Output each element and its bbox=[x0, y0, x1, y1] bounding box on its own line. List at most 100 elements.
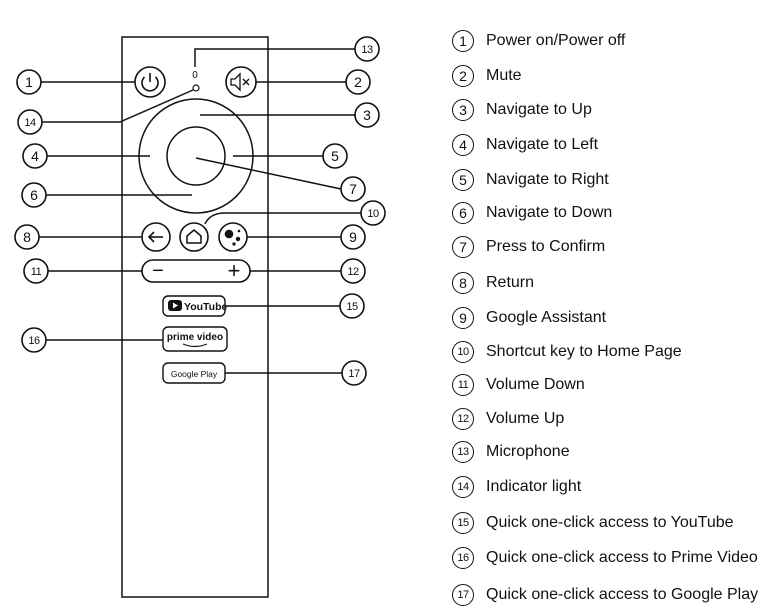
callout-3: 3 bbox=[354, 102, 380, 128]
legend-label: Quick one-click access to Prime Video bbox=[486, 549, 758, 566]
callout-9: 9 bbox=[340, 224, 366, 250]
callout-4: 4 bbox=[22, 143, 48, 169]
legend-label: Volume Up bbox=[486, 410, 565, 427]
home-button[interactable] bbox=[179, 222, 209, 252]
callout-8: 8 bbox=[14, 224, 40, 250]
legend-item-left: 4 Navigate to Left bbox=[452, 131, 598, 159]
svg-text:11: 11 bbox=[31, 266, 42, 278]
legend-number: 6 bbox=[452, 202, 474, 224]
legend-number: 13 bbox=[452, 441, 474, 463]
indicator-light bbox=[192, 84, 200, 92]
legend-item-mute: 2 Mute bbox=[452, 62, 522, 90]
youtube-button[interactable]: YouTube bbox=[162, 295, 228, 317]
callout-5: 5 bbox=[322, 143, 348, 169]
callout-6: 6 bbox=[21, 182, 47, 208]
legend-number: 2 bbox=[452, 65, 474, 87]
callout-16: 16 bbox=[21, 327, 47, 353]
svg-text:3: 3 bbox=[363, 107, 371, 123]
legend-number: 15 bbox=[452, 512, 474, 534]
volume-down-button[interactable]: − bbox=[152, 260, 164, 282]
legend-label: Navigate to Right bbox=[486, 171, 609, 188]
legend-number: 5 bbox=[452, 169, 474, 191]
svg-text:17: 17 bbox=[348, 368, 360, 380]
home-icon bbox=[186, 229, 202, 244]
legend-item-right: 5 Navigate to Right bbox=[452, 166, 609, 194]
volume-up-button[interactable]: + bbox=[228, 258, 241, 283]
return-button[interactable] bbox=[141, 222, 171, 252]
microphone: 0 bbox=[192, 70, 198, 81]
volume-rocker[interactable]: − + bbox=[141, 258, 251, 283]
back-arrow-icon bbox=[147, 231, 163, 243]
prime-video-button[interactable]: prime video bbox=[162, 326, 228, 352]
remote-body bbox=[121, 36, 269, 598]
callout-2: 2 bbox=[345, 69, 371, 95]
legend-label: Press to Confirm bbox=[486, 238, 606, 255]
google-play-label: Google Play bbox=[171, 369, 218, 379]
callout-12: 12 bbox=[340, 258, 366, 284]
legend: 1 Power on/Power off 2 Mute 3 Navigate to U… bbox=[452, 0, 772, 613]
legend-label: Power on/Power off bbox=[486, 32, 626, 49]
legend-number: 9 bbox=[452, 307, 474, 329]
callout-14: 14 bbox=[17, 109, 43, 135]
legend-number: 16 bbox=[452, 547, 474, 569]
legend-item-microphone: 13 Microphone bbox=[452, 438, 570, 466]
svg-text:4: 4 bbox=[31, 148, 39, 164]
youtube-label: YouTube bbox=[184, 301, 228, 313]
callout-10: 10 bbox=[360, 200, 386, 226]
legend-number: 11 bbox=[452, 374, 474, 396]
callout-1: 1 bbox=[16, 69, 42, 95]
legend-label: Navigate to Left bbox=[486, 136, 599, 153]
legend-label: Mute bbox=[486, 67, 522, 84]
svg-text:16: 16 bbox=[28, 335, 40, 347]
legend-item-indicator: 14 Indicator light bbox=[452, 473, 581, 501]
legend-item-assistant: 9 Google Assistant bbox=[452, 304, 606, 332]
power-icon bbox=[141, 76, 159, 92]
legend-label: Shortcut key to Home Page bbox=[486, 343, 682, 360]
remote-diagram: 0 bbox=[14, 36, 386, 598]
legend-number: 14 bbox=[452, 476, 474, 498]
legend-item-power: 1 Power on/Power off bbox=[452, 27, 625, 55]
legend-label: Navigate to Up bbox=[486, 101, 592, 118]
svg-text:6: 6 bbox=[30, 187, 38, 203]
svg-text:2: 2 bbox=[354, 74, 362, 90]
svg-text:12: 12 bbox=[347, 266, 359, 278]
google-play-button[interactable]: Google Play bbox=[162, 362, 226, 384]
leader-lines bbox=[39, 48, 361, 374]
mute-button[interactable] bbox=[225, 66, 257, 98]
legend-number: 12 bbox=[452, 408, 474, 430]
legend-item-up: 3 Navigate to Up bbox=[452, 96, 592, 124]
legend-number: 10 bbox=[452, 341, 474, 363]
legend-item-prime-video: 16 Quick one-click access to Prime Video bbox=[452, 544, 758, 572]
legend-number: 1 bbox=[452, 30, 474, 52]
legend-label: Indicator light bbox=[486, 478, 582, 495]
legend-label: Microphone bbox=[486, 443, 570, 460]
google-assistant-button[interactable] bbox=[218, 222, 248, 252]
callout-17: 17 bbox=[341, 360, 367, 386]
legend-item-volume-up: 12 Volume Up bbox=[452, 405, 564, 433]
mute-icon bbox=[230, 72, 250, 92]
legend-label: Google Assistant bbox=[486, 309, 607, 326]
callout-7: 7 bbox=[340, 176, 366, 202]
legend-number: 3 bbox=[452, 99, 474, 121]
svg-text:5: 5 bbox=[331, 148, 339, 164]
svg-text:7: 7 bbox=[349, 181, 357, 197]
legend-item-google-play: 17 Quick one-click access to Google Play bbox=[452, 581, 758, 609]
legend-number: 4 bbox=[452, 134, 474, 156]
svg-text:13: 13 bbox=[361, 44, 373, 56]
callout-11: 11 bbox=[23, 258, 49, 284]
legend-number: 17 bbox=[452, 584, 474, 606]
prime-smile-icon bbox=[182, 343, 208, 348]
confirm-button[interactable] bbox=[166, 126, 226, 186]
legend-label: Return bbox=[486, 274, 535, 291]
legend-label: Navigate to Down bbox=[486, 204, 613, 221]
svg-text:15: 15 bbox=[346, 301, 358, 313]
svg-text:9: 9 bbox=[349, 229, 357, 245]
legend-label: Quick one-click access to Google Play bbox=[486, 586, 759, 603]
svg-text:8: 8 bbox=[23, 229, 31, 245]
legend-item-home: 10 Shortcut key to Home Page bbox=[452, 338, 682, 366]
svg-text:1: 1 bbox=[25, 74, 33, 90]
power-button[interactable] bbox=[134, 66, 166, 98]
